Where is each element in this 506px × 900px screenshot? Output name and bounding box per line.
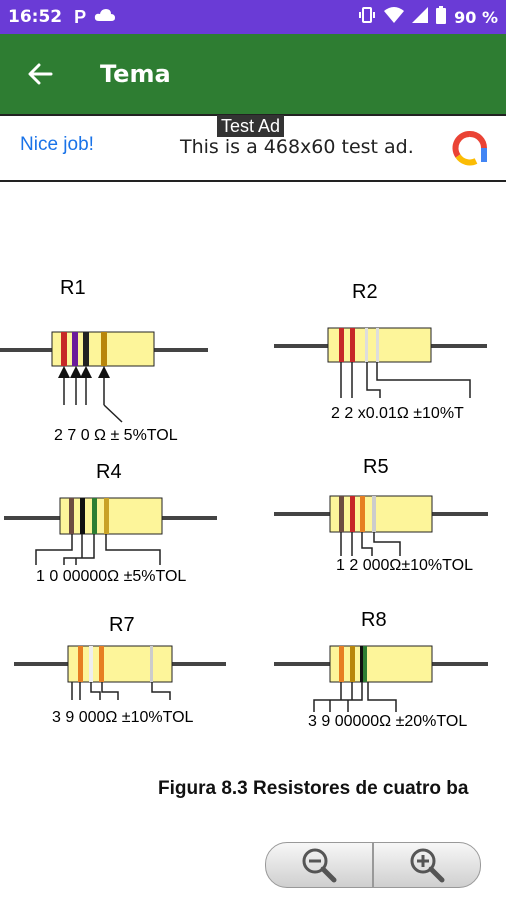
- app-bar: Tema: [0, 34, 506, 114]
- resistor-r1-code: 2 7 0 Ω ± 5%TOL: [54, 427, 178, 444]
- zoom-controls: [265, 842, 481, 888]
- resistor-r5-label: R5: [363, 456, 389, 478]
- resistor-r5: R5 1 2 000Ω±10%TOL: [274, 456, 488, 574]
- resistor-r2-code: 2 2 x0.01Ω ±10%T: [331, 405, 464, 422]
- resistor-r4-label: R4: [96, 461, 122, 483]
- ad-label: Test Ad: [217, 115, 285, 137]
- back-button[interactable]: [20, 54, 60, 94]
- resistor-r7-code: 3 9 000Ω ±10%TOL: [52, 709, 194, 726]
- ad-text: This is a 468x60 test ad.: [180, 136, 414, 158]
- resistor-figure: R1 2 7 0 Ω ± 5%TOL R2 2 2 x0.01Ω ±10%T: [0, 200, 506, 780]
- ad-nice-text: Nice job!: [20, 134, 94, 155]
- status-icons: 90 %: [358, 0, 498, 34]
- zoom-in-icon: [410, 848, 445, 883]
- zoom-in-button[interactable]: [374, 843, 480, 887]
- app-notification-icon: P: [74, 6, 87, 27]
- resistor-r4-code: 1 0 00000Ω ±5%TOL: [36, 568, 186, 585]
- resistor-r7: R7 3 9 000Ω ±10%TOL: [14, 614, 226, 726]
- ad-logo-icon: [452, 130, 488, 171]
- resistor-r8-code: 3 9 00000Ω ±20%TOL: [308, 713, 467, 730]
- resistor-r2-label: R2: [352, 281, 378, 303]
- resistor-r4: R4 1 0 00000Ω ±5%TOL: [4, 461, 217, 585]
- status-bar: 16:52 P 90 %: [0, 0, 506, 34]
- battery-icon: [436, 6, 447, 28]
- zoom-divider: [372, 843, 374, 887]
- arrow-left-icon: [28, 63, 53, 85]
- status-time: 16:52: [8, 7, 63, 27]
- resistor-r8: R8 3 9 00000Ω ±20%TOL: [274, 609, 488, 730]
- figure-caption: Figura 8.3 Resistores de cuatro ba: [158, 778, 469, 799]
- signal-icon: [412, 7, 429, 27]
- resistor-r1: R1 2 7 0 Ω ± 5%TOL: [0, 277, 208, 444]
- wifi-icon: [384, 7, 405, 27]
- resistor-r7-label: R7: [109, 614, 135, 636]
- zoom-out-icon: [302, 848, 337, 883]
- zoom-out-button[interactable]: [266, 843, 372, 887]
- resistor-r2: R2 2 2 x0.01Ω ±10%T: [274, 281, 487, 422]
- resistor-r5-code: 1 2 000Ω±10%TOL: [336, 557, 473, 574]
- resistor-r8-label: R8: [361, 609, 387, 631]
- vibrate-icon: [358, 6, 376, 28]
- page-title: Tema: [100, 60, 171, 88]
- resistor-r1-label: R1: [60, 277, 86, 299]
- cloud-icon: [94, 8, 116, 27]
- battery-percent: 90 %: [454, 7, 498, 27]
